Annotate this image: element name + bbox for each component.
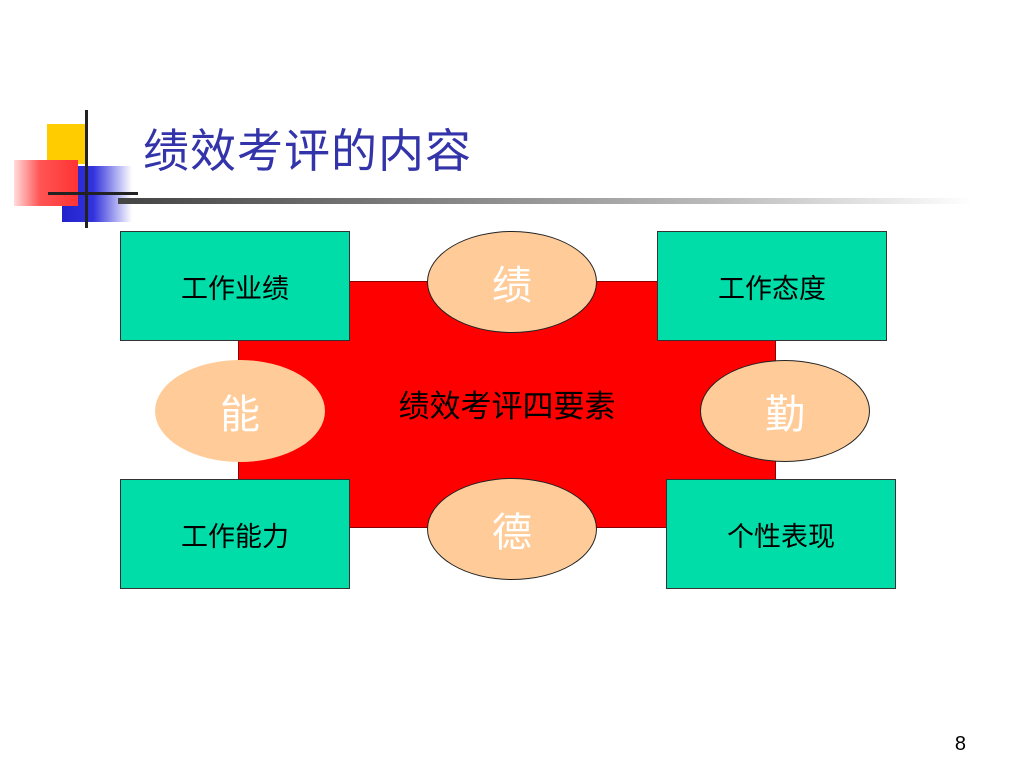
oval-ji: 绩 [427, 231, 597, 333]
oval-label: 绩 [492, 263, 532, 309]
logo-vertical-line [85, 110, 88, 228]
box-label: 工作态度 [718, 273, 826, 305]
box-work-performance: 工作业绩 [120, 231, 350, 341]
slide-title: 绩效考评的内容 [143, 124, 472, 178]
oval-qin: 勤 [700, 360, 870, 462]
box-label: 个性表现 [727, 521, 835, 553]
logo-red-square [14, 160, 78, 206]
box-work-ability: 工作能力 [120, 479, 350, 589]
slide-logo-decoration [0, 0, 140, 240]
box-label: 工作能力 [181, 521, 289, 553]
box-label: 工作业绩 [181, 273, 289, 305]
oval-label: 德 [492, 510, 532, 556]
oval-de: 德 [427, 478, 597, 580]
logo-yellow-square [47, 124, 87, 164]
box-personality: 个性表现 [666, 479, 896, 589]
oval-label: 能 [220, 392, 260, 438]
title-underline [118, 198, 974, 204]
logo-horizontal-line [48, 192, 138, 195]
oval-neng: 能 [155, 360, 325, 462]
oval-label: 勤 [765, 392, 805, 438]
page-number: 8 [954, 733, 966, 755]
box-work-attitude: 工作态度 [657, 231, 887, 341]
center-label: 绩效考评四要素 [398, 389, 616, 425]
